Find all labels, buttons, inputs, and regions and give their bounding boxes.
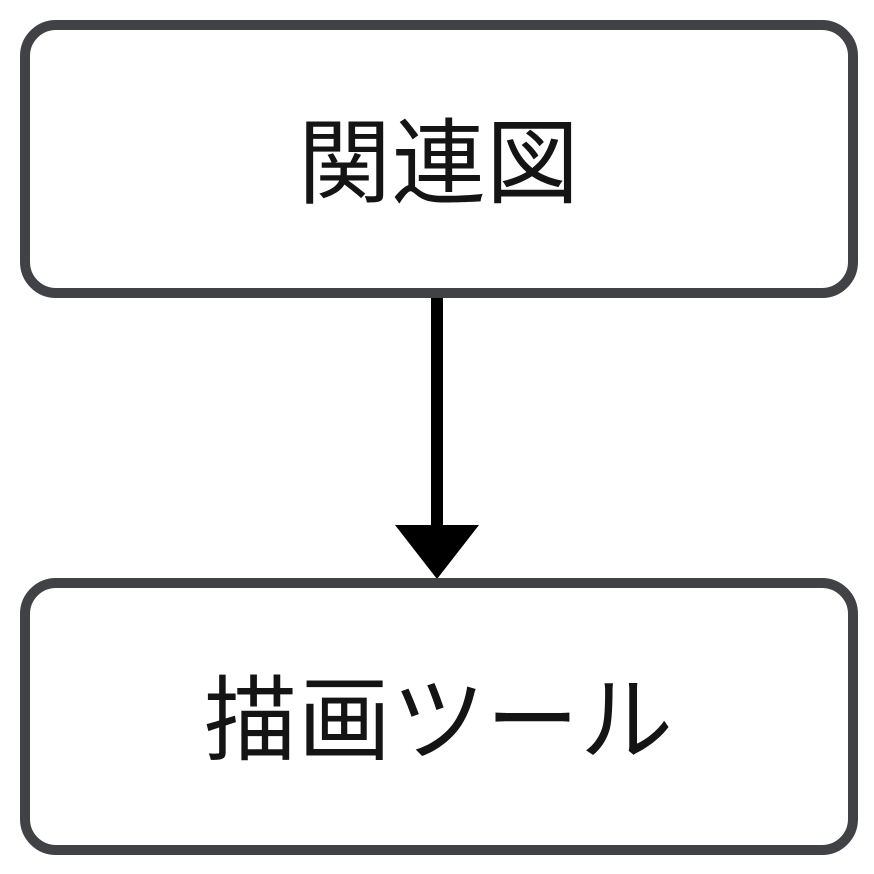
node-byoga-tool: 描画ツール (20, 578, 858, 855)
down-arrow-icon (395, 298, 479, 579)
node-kanrenzu-label: 関連図 (298, 111, 580, 216)
node-kanrenzu: 関連図 (20, 20, 858, 298)
node-byoga-tool-label: 描画ツール (204, 669, 674, 773)
